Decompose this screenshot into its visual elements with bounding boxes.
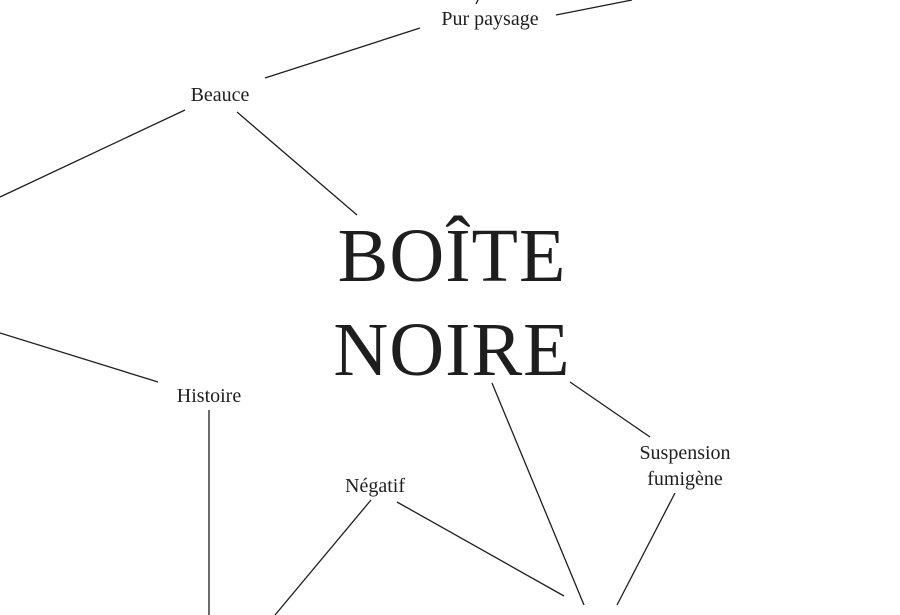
edge xyxy=(264,27,421,79)
node-beauce: Beauce xyxy=(190,84,250,106)
edge xyxy=(274,499,372,615)
edge xyxy=(0,109,186,198)
node-suspension-fumigene: Suspension fumigène xyxy=(639,440,730,492)
title-line2: NOIRE xyxy=(333,308,571,392)
node-pur-paysage: Pur paysage xyxy=(441,8,539,30)
node-negatif: Négatif xyxy=(345,475,405,497)
edge xyxy=(491,382,585,606)
title-line1: BOÎTE xyxy=(337,214,567,298)
edge xyxy=(396,501,565,597)
node-suspension-line2: fumigène xyxy=(647,468,723,490)
edge xyxy=(569,381,651,438)
node-histoire: Histoire xyxy=(176,385,242,407)
edge xyxy=(475,0,479,5)
edge xyxy=(236,111,358,216)
node-suspension-line1: Suspension xyxy=(639,442,731,464)
edge xyxy=(0,332,159,383)
edge xyxy=(555,0,633,16)
edge xyxy=(616,492,676,606)
